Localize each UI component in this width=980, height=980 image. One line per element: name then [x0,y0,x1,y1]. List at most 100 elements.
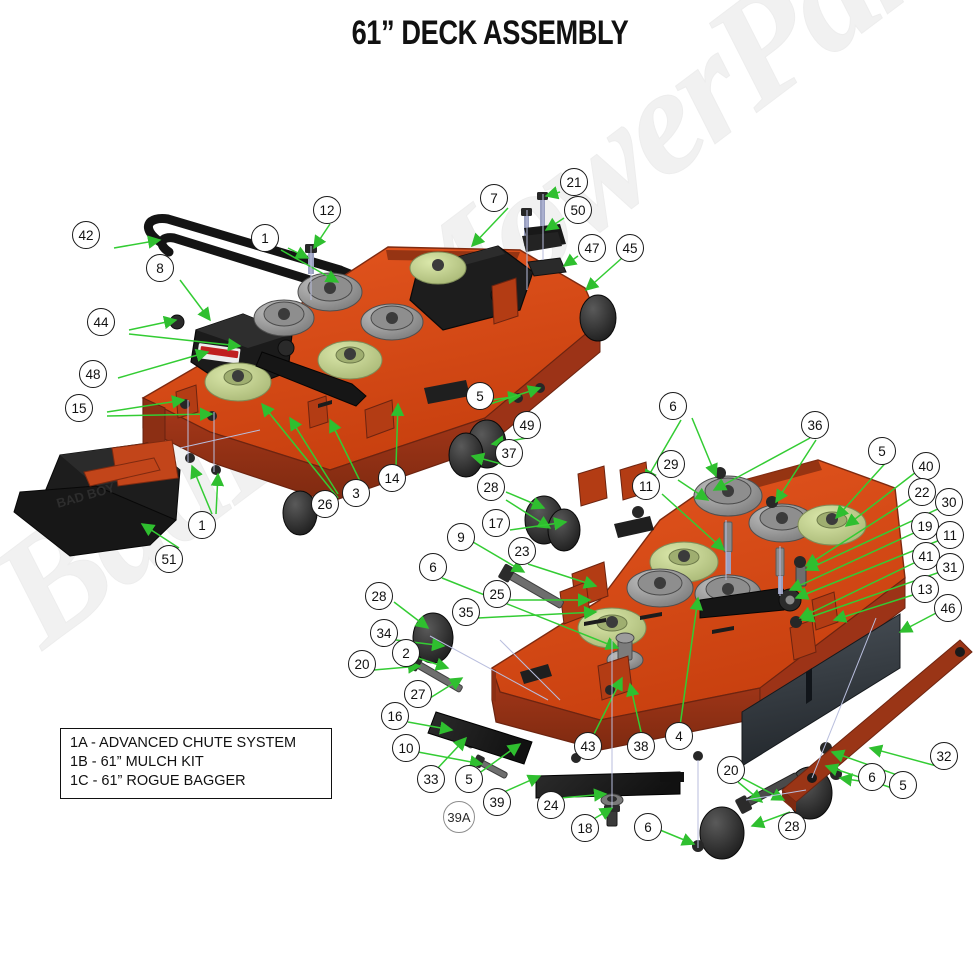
callout-6[interactable]: 6 [858,763,886,791]
callout-44[interactable]: 44 [87,308,115,336]
callout-47[interactable]: 47 [578,234,606,262]
callout-label: 15 [71,400,87,416]
callout-27[interactable]: 27 [404,680,432,708]
callout-51[interactable]: 51 [155,545,183,573]
callout-50[interactable]: 50 [564,196,592,224]
callout-4[interactable]: 4 [665,722,693,750]
callout-39a[interactable]: 39A [443,801,475,833]
callout-5[interactable]: 5 [466,382,494,410]
callout-label: 39A [447,809,471,825]
callout-label: 51 [161,551,177,567]
callout-14[interactable]: 14 [378,464,406,492]
right-deck-hardware [571,467,807,763]
callout-5[interactable]: 5 [889,771,917,799]
callout-3[interactable]: 3 [342,479,370,507]
callout-label: 24 [543,797,559,813]
callout-label: 23 [514,543,530,559]
callout-36[interactable]: 36 [801,411,829,439]
callout-46[interactable]: 46 [934,594,962,622]
callout-22[interactable]: 22 [908,478,936,506]
callout-10[interactable]: 10 [392,734,420,762]
callout-7[interactable]: 7 [480,184,508,212]
callout-15[interactable]: 15 [65,394,93,422]
motor-housing-top [196,314,292,348]
callout-label: 18 [577,820,593,836]
callout-39[interactable]: 39 [483,788,511,816]
callout-21[interactable]: 21 [560,168,588,196]
callout-label: 27 [410,686,426,702]
callout-33[interactable]: 33 [417,765,445,793]
callout-40[interactable]: 40 [912,452,940,480]
callout-label: 4 [675,728,683,744]
callout-label: 43 [580,738,596,754]
callout-label: 48 [85,366,101,382]
callout-label: 5 [476,388,484,404]
callout-label: 6 [644,819,652,835]
callout-18[interactable]: 18 [571,814,599,842]
callout-13[interactable]: 13 [911,575,939,603]
legend-line-1a: 1A - ADVANCED CHUTE SYSTEM [70,735,297,751]
callout-11[interactable]: 11 [936,521,964,549]
left-deck-anti-scalp-wheels [282,294,617,536]
callout-label: 35 [458,604,474,620]
callout-6[interactable]: 6 [659,392,687,420]
callout-label: 5 [899,777,907,793]
left-deck-pulleys [204,251,467,402]
callout-label: 49 [519,417,535,433]
callout-label: 29 [663,456,679,472]
callout-6[interactable]: 6 [634,813,662,841]
callout-12[interactable]: 12 [313,196,341,224]
callout-28[interactable]: 28 [778,812,806,840]
callout-label: 13 [917,581,933,597]
rear-baffle-gray-edge [806,668,812,704]
callout-28[interactable]: 28 [477,473,505,501]
callout-23[interactable]: 23 [508,537,536,565]
leader-lines [106,186,945,846]
callout-29[interactable]: 29 [657,450,685,478]
callout-label: 30 [941,494,957,510]
callout-28[interactable]: 28 [365,582,393,610]
callout-35[interactable]: 35 [452,598,480,626]
callout-20[interactable]: 20 [348,650,376,678]
callout-31[interactable]: 31 [936,553,964,581]
callout-label: 28 [483,479,499,495]
callout-label: 28 [371,588,387,604]
callout-17[interactable]: 17 [482,509,510,537]
legend-box: 1A - ADVANCED CHUTE SYSTEM 1B - 61” MULC… [60,728,332,800]
callout-34[interactable]: 34 [370,619,398,647]
callout-32[interactable]: 32 [930,742,958,770]
housing-knob [277,339,295,357]
callout-9[interactable]: 9 [447,523,475,551]
callout-48[interactable]: 48 [79,360,107,388]
callout-1[interactable]: 1 [188,511,216,539]
callout-label: 40 [918,458,934,474]
callout-8[interactable]: 8 [146,254,174,282]
callout-26[interactable]: 26 [311,490,339,518]
callout-5[interactable]: 5 [455,765,483,793]
callout-24[interactable]: 24 [537,791,565,819]
callout-25[interactable]: 25 [483,580,511,608]
callout-49[interactable]: 49 [513,411,541,439]
callout-label: 38 [633,738,649,754]
callout-label: 10 [398,740,414,756]
callout-6[interactable]: 6 [419,553,447,581]
callout-16[interactable]: 16 [381,702,409,730]
callout-label: 22 [914,484,930,500]
callout-45[interactable]: 45 [616,234,644,262]
callout-2[interactable]: 2 [392,639,420,667]
callout-1[interactable]: 1 [251,224,279,252]
callout-20[interactable]: 20 [717,756,745,784]
callout-label: 21 [566,174,582,190]
callout-43[interactable]: 43 [574,732,602,760]
callout-19[interactable]: 19 [911,512,939,540]
callout-11[interactable]: 11 [632,472,660,500]
callout-37[interactable]: 37 [495,439,523,467]
callout-label: 19 [917,518,933,534]
callout-38[interactable]: 38 [627,732,655,760]
callout-30[interactable]: 30 [935,488,963,516]
decal-label-red [200,346,239,359]
callout-42[interactable]: 42 [72,221,100,249]
callout-5[interactable]: 5 [868,437,896,465]
